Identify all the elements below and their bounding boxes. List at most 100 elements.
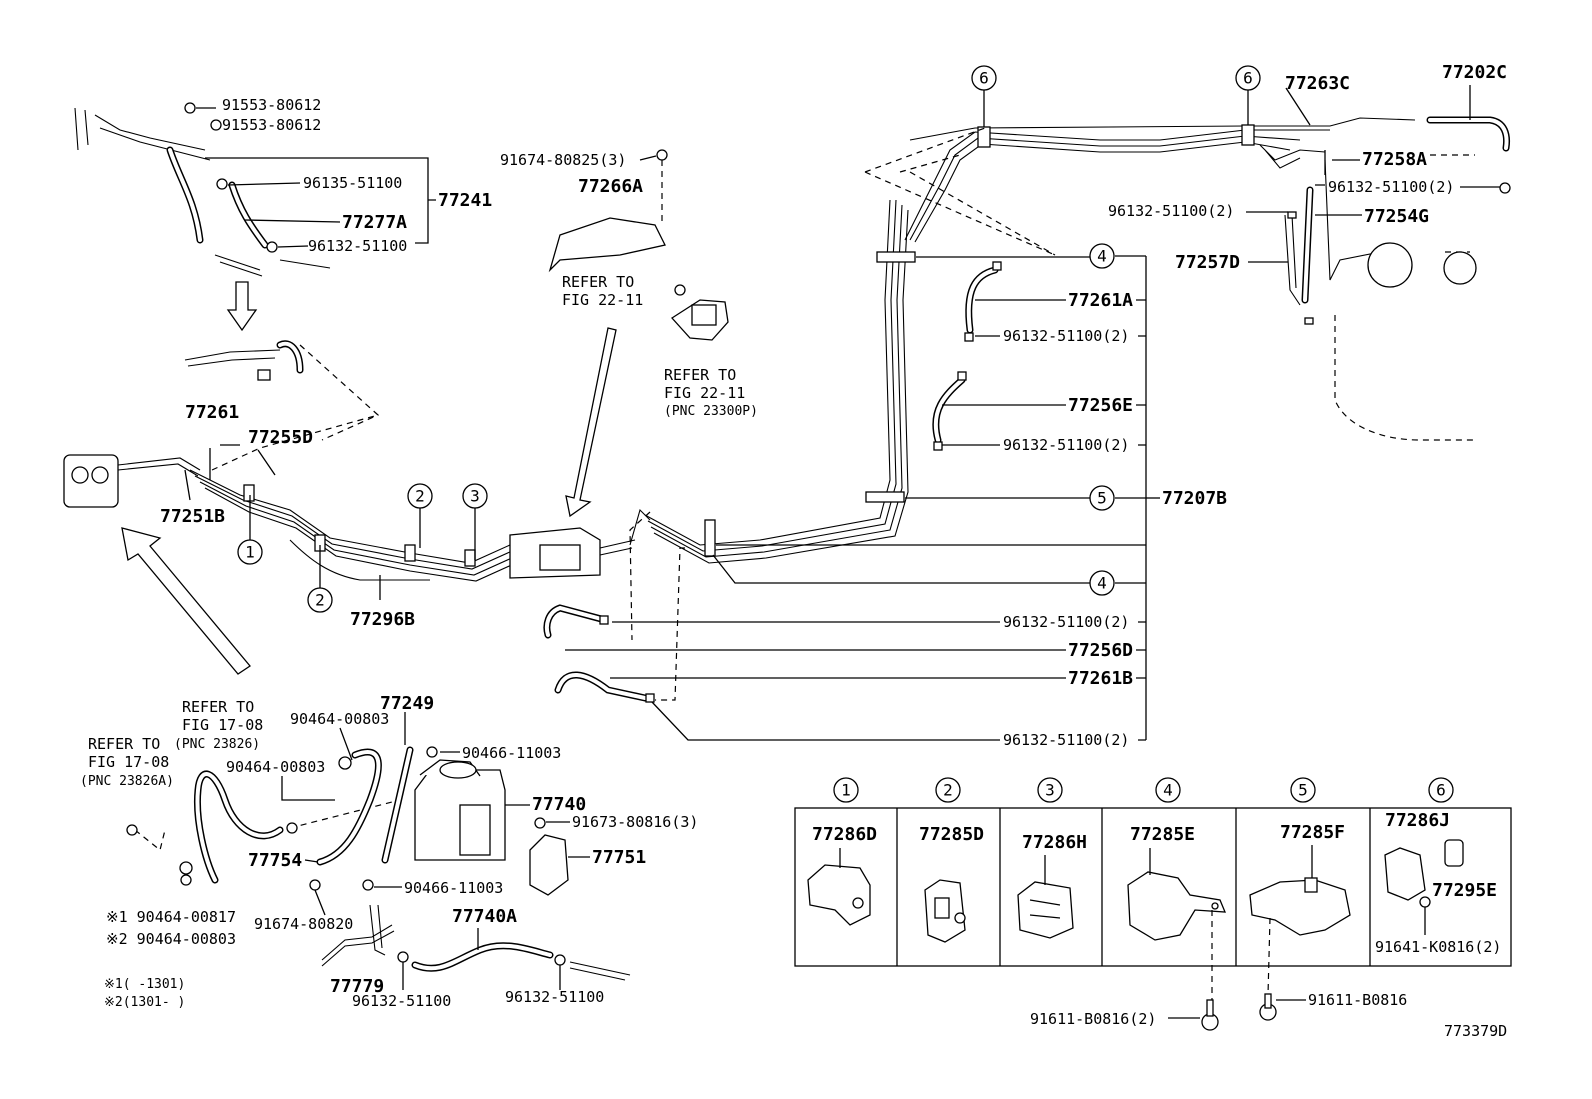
label-77261A: 77261A [1068, 290, 1133, 311]
upper-left-hose-assembly [74, 102, 436, 277]
clamp-part-77286H: 77286H [1022, 832, 1087, 853]
clamp-3-icon [1017, 855, 1074, 939]
svg-text:3: 3 [470, 487, 480, 506]
label-77249: 77249 [380, 693, 434, 714]
clamp-table-header-5: 5 [1290, 777, 1316, 803]
label-refer-fig-22-11-a2[interactable]: FIG 22-11 [562, 291, 643, 309]
callout-3-left: 3 [462, 483, 488, 509]
label-77740A: 77740A [452, 906, 517, 927]
label-96132-51100-2-e: 96132-51100(2) [1003, 613, 1129, 631]
label-77256E: 77256E [1068, 395, 1133, 416]
svg-text:1: 1 [841, 781, 851, 800]
label-refer-fig-17-08-a2[interactable]: FIG 17-08 [182, 716, 263, 734]
right-pipe-bundle [629, 117, 1416, 564]
svg-text:5: 5 [1298, 781, 1308, 800]
callout-6-left: 6 [971, 65, 997, 91]
label-96132-51100-2-a: 96132-51100(2) [1328, 178, 1454, 196]
hose-77754 [316, 748, 382, 866]
label-96135-51100: 96135-51100 [303, 174, 402, 192]
label-91611-b0816: 91611-B0816 [1308, 991, 1407, 1009]
callout-1-left: 1 [237, 539, 263, 565]
svg-text:4: 4 [1097, 247, 1107, 266]
label-77266A: 77266A [578, 176, 643, 197]
canister-filter-left [63, 454, 201, 508]
label-77277A: 77277A [342, 212, 407, 233]
clip-icon [216, 178, 228, 190]
label-90464-00803-b: 90464-00803 [226, 758, 325, 776]
hose-77249 [381, 746, 414, 864]
hose-77256D [543, 604, 609, 639]
label-96132-51100-2-f: 96132-51100(2) [1003, 731, 1129, 749]
svg-text:1: 1 [245, 543, 255, 562]
hose-77261B [554, 671, 655, 703]
label-90464-00803-a: 90464-00803 [290, 710, 389, 728]
clamp-icon [426, 746, 438, 758]
label-refer-fig-22-11-b2[interactable]: FIG 22-11 [664, 384, 745, 402]
clamp-part-77285D: 77285D [919, 824, 984, 845]
bolt-icon [534, 817, 546, 829]
clip-icon [266, 241, 278, 253]
clamp-part-77286D: 77286D [812, 824, 877, 845]
callout-2-left-top: 2 [407, 483, 433, 509]
label-refer-fig-17-08-b1[interactable]: REFER TO [88, 735, 160, 753]
label-pnc-23826a: (PNC 23826A) [80, 774, 174, 789]
bolt-icon [656, 149, 668, 161]
label-pnc-23826: (PNC 23826) [174, 737, 260, 752]
label-77241: 77241 [438, 190, 492, 211]
label-77207B: 77207B [1162, 488, 1227, 509]
figure-id: 773379D [1444, 1022, 1507, 1040]
label-footnote-2: ※2(1301- ) [104, 995, 185, 1010]
bolt-icon [309, 879, 321, 891]
hose-77261A [964, 261, 1002, 342]
label-footnote-1: ※1( -1301) [104, 977, 185, 992]
svg-text:4: 4 [1097, 574, 1107, 593]
label-refer-fig-17-08-b2[interactable]: FIG 17-08 [88, 753, 169, 771]
clamp-part-77286J: 77286J [1385, 810, 1450, 831]
svg-text:6: 6 [1436, 781, 1446, 800]
label-77263C: 77263C [1285, 73, 1350, 94]
label-77740: 77740 [532, 794, 586, 815]
charcoal-canister-77740 [414, 759, 506, 861]
clamp-table: 1 2 3 4 5 6 77286D 77285D 77286H 77285E … [794, 777, 1512, 1000]
label-77256D: 77256D [1068, 640, 1133, 661]
label-77754: 77754 [248, 850, 302, 871]
svg-text:2: 2 [415, 487, 425, 506]
hose-77256E [932, 371, 967, 451]
label-96132-51100-top: 96132-51100 [308, 237, 407, 255]
label-77296B: 77296B [350, 609, 415, 630]
vsv-valve-icon [671, 284, 729, 341]
label-77255D: 77255D [248, 427, 313, 448]
label-77251B: 77251B [160, 506, 225, 527]
dashed-lower-refs [629, 511, 685, 701]
clip-icon [1499, 182, 1511, 194]
label-90466-11003-a: 90466-11003 [462, 744, 561, 762]
label-91553-80612-a: 91553-80612 [222, 96, 321, 114]
label-77258A: 77258A [1362, 149, 1427, 170]
svg-text:2: 2 [315, 591, 325, 610]
clamp-4-icon [1127, 848, 1227, 1000]
label-91674-80825: 91674-80825(3) [500, 151, 626, 169]
bolt-icon [210, 119, 222, 131]
label-91553-80612-b: 91553-80612 [222, 116, 321, 134]
label-77257D: 77257D [1175, 252, 1240, 273]
callout-6-right: 6 [1235, 65, 1261, 91]
bolt-icon [184, 102, 196, 114]
svg-text:6: 6 [979, 69, 989, 88]
bracket-77266A [548, 149, 668, 273]
label-refer-fig-17-08-a1[interactable]: REFER TO [182, 698, 254, 716]
label-refer-fig-22-11-a1[interactable]: REFER TO [562, 273, 634, 291]
label-77779: 77779 [330, 976, 384, 997]
label-note-1-part: ※1 90464-00817 [106, 908, 236, 926]
label-91673-80816: 91673-80816(3) [572, 813, 698, 831]
label-96132-51100-2-b: 96132-51100(2) [1108, 202, 1234, 220]
filler-cap-icon [1443, 251, 1477, 285]
mid-left-hose-assembly [184, 340, 380, 441]
label-96132-51100-bottom-a: 96132-51100 [352, 992, 451, 1010]
pipe-77779 [321, 904, 395, 967]
clamp-table-header-3: 3 [1037, 777, 1063, 803]
down-arrow-icon [226, 281, 258, 332]
label-77751: 77751 [592, 847, 646, 868]
label-96132-51100-2-c: 96132-51100(2) [1003, 327, 1129, 345]
label-refer-fig-22-11-b1[interactable]: REFER TO [664, 366, 736, 384]
svg-text:5: 5 [1097, 489, 1107, 508]
